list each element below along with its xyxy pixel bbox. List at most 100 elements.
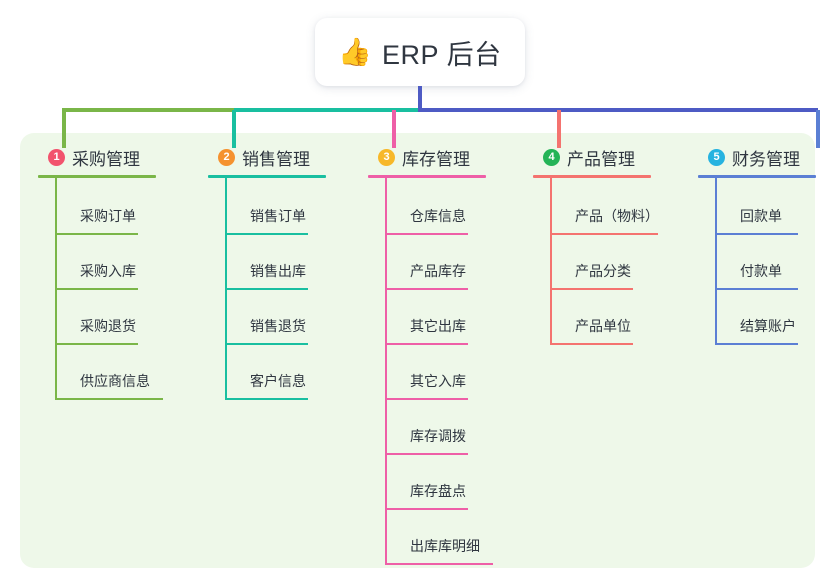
branch-item[interactable]: 采购退货 — [55, 290, 156, 345]
branch-item-list: 销售订单销售出库销售退货客户信息 — [225, 178, 326, 400]
branch-header-4[interactable]: 4 产品管理 — [527, 144, 651, 170]
branch-item[interactable]: 出库库明细 — [385, 510, 493, 565]
branch-item-rule — [55, 398, 163, 400]
branch-item[interactable]: 仓库信息 — [385, 180, 486, 235]
branch-item-rule — [55, 288, 138, 290]
branch-column-5[interactable]: 5 财务管理回款单付款单结算账户 — [692, 144, 816, 345]
branch-item-label: 采购订单 — [80, 208, 136, 224]
branch-header-rule — [208, 175, 326, 178]
branch-item-rule — [715, 233, 798, 235]
branch-item[interactable]: 产品库存 — [385, 235, 486, 290]
branch-item-label: 供应商信息 — [80, 373, 150, 389]
branch-item-list: 产品（物料） 产品分类产品单位 — [550, 178, 659, 345]
branch-item-rule — [225, 288, 308, 290]
branch-item[interactable]: 库存盘点 — [385, 455, 486, 510]
branch-column-1[interactable]: 1 采购管理采购订单采购入库采购退货供应商信息 — [32, 144, 163, 400]
branch-item-label: 出库库明细 — [410, 538, 480, 554]
branch-item[interactable]: 结算账户 — [715, 290, 816, 345]
branch-item-label: 销售订单 — [250, 208, 306, 224]
branch-header-5[interactable]: 5 财务管理 — [692, 144, 816, 170]
branch-number-badge: 4 — [543, 148, 560, 166]
connector-trunk-vertical — [418, 86, 422, 110]
branch-header-2[interactable]: 2 销售管理 — [202, 144, 326, 170]
diagram-background-panel — [20, 133, 815, 568]
branch-item[interactable]: 采购入库 — [55, 235, 156, 290]
branch-item-rule — [385, 288, 468, 290]
branch-title: 产品管理 — [567, 149, 635, 169]
branch-item-label: 客户信息 — [250, 373, 306, 389]
connector-drop-2 — [232, 110, 236, 148]
branch-item[interactable]: 销售出库 — [225, 235, 326, 290]
connector-bus-segment-2 — [234, 108, 418, 112]
branch-header-1[interactable]: 1 采购管理 — [32, 144, 156, 170]
branch-item-label: 结算账户 — [740, 318, 796, 334]
branch-title: 财务管理 — [732, 149, 800, 169]
connector-drop-5 — [816, 110, 820, 148]
branch-item-rule — [550, 233, 658, 235]
branch-item-label: 产品单位 — [575, 318, 631, 334]
branch-item-rule — [385, 398, 468, 400]
branch-item-label: 库存盘点 — [410, 483, 466, 499]
branch-item-label: 回款单 — [740, 208, 782, 224]
branch-column-4[interactable]: 4 产品管理产品（物料） 产品分类产品单位 — [527, 144, 659, 345]
branch-header-rule — [368, 175, 486, 178]
branch-item-rule — [385, 343, 468, 345]
branch-item-rule — [55, 343, 138, 345]
branch-item[interactable]: 销售退货 — [225, 290, 326, 345]
root-node-title: ERP 后台 — [382, 39, 502, 70]
branch-item[interactable]: 其它出库 — [385, 290, 486, 345]
branch-header-rule — [38, 175, 156, 178]
branch-item-label: 产品（物料） — [575, 208, 659, 224]
branch-item-label: 销售退货 — [250, 318, 306, 334]
branch-item-label: 产品分类 — [575, 263, 631, 279]
branch-header-rule — [533, 175, 651, 178]
branch-item-list: 采购订单采购入库采购退货供应商信息 — [55, 178, 163, 400]
branch-title: 库存管理 — [402, 149, 470, 169]
branch-item-rule — [225, 233, 308, 235]
branch-title: 采购管理 — [72, 149, 140, 169]
branch-item-label: 采购退货 — [80, 318, 136, 334]
branch-number-badge: 2 — [218, 148, 235, 166]
branch-item-label: 采购入库 — [80, 263, 136, 279]
branch-stem-line — [715, 178, 717, 343]
connector-bus-segment-3 — [418, 108, 818, 112]
branch-item-label: 库存调拨 — [410, 428, 466, 444]
branch-item[interactable]: 供应商信息 — [55, 345, 163, 400]
branch-item[interactable]: 产品单位 — [550, 290, 651, 345]
branch-item-rule — [385, 233, 468, 235]
branch-item[interactable]: 回款单 — [715, 180, 816, 235]
thumbs-up-icon: 👍 — [338, 36, 373, 67]
branch-item-label: 产品库存 — [410, 263, 466, 279]
connector-drop-1 — [62, 110, 66, 148]
branch-stem-line — [385, 178, 387, 563]
branch-item-rule — [225, 398, 308, 400]
branch-item-label: 其它出库 — [410, 318, 466, 334]
branch-title: 销售管理 — [242, 149, 310, 169]
branch-item-rule — [550, 343, 633, 345]
branch-item-rule — [715, 343, 798, 345]
branch-item-rule — [385, 563, 493, 565]
branch-item[interactable]: 采购订单 — [55, 180, 156, 235]
connector-drop-4 — [557, 110, 561, 148]
branch-item[interactable]: 库存调拨 — [385, 400, 486, 455]
root-node-card[interactable]: 👍 ERP 后台 — [315, 18, 525, 86]
branch-column-2[interactable]: 2 销售管理销售订单销售出库销售退货客户信息 — [202, 144, 326, 400]
branch-number-badge: 5 — [708, 148, 725, 166]
branch-item[interactable]: 产品（物料） — [550, 180, 659, 235]
branch-number-badge: 1 — [48, 148, 65, 166]
branch-item[interactable]: 付款单 — [715, 235, 816, 290]
branch-item-label: 其它入库 — [410, 373, 466, 389]
branch-item[interactable]: 客户信息 — [225, 345, 326, 400]
branch-item[interactable]: 销售订单 — [225, 180, 326, 235]
branch-header-3[interactable]: 3 库存管理 — [362, 144, 486, 170]
branch-item-rule — [385, 508, 468, 510]
branch-header-rule — [698, 175, 816, 178]
branch-item-list: 回款单付款单结算账户 — [715, 178, 816, 345]
branch-item-rule — [55, 233, 138, 235]
branch-item-label: 销售出库 — [250, 263, 306, 279]
branch-item-rule — [550, 288, 633, 290]
branch-column-3[interactable]: 3 库存管理仓库信息产品库存其它出库其它入库库存调拨库存盘点出库库明细 — [362, 144, 493, 565]
branch-item[interactable]: 产品分类 — [550, 235, 651, 290]
branch-item[interactable]: 其它入库 — [385, 345, 486, 400]
branch-number-badge: 3 — [378, 148, 395, 166]
